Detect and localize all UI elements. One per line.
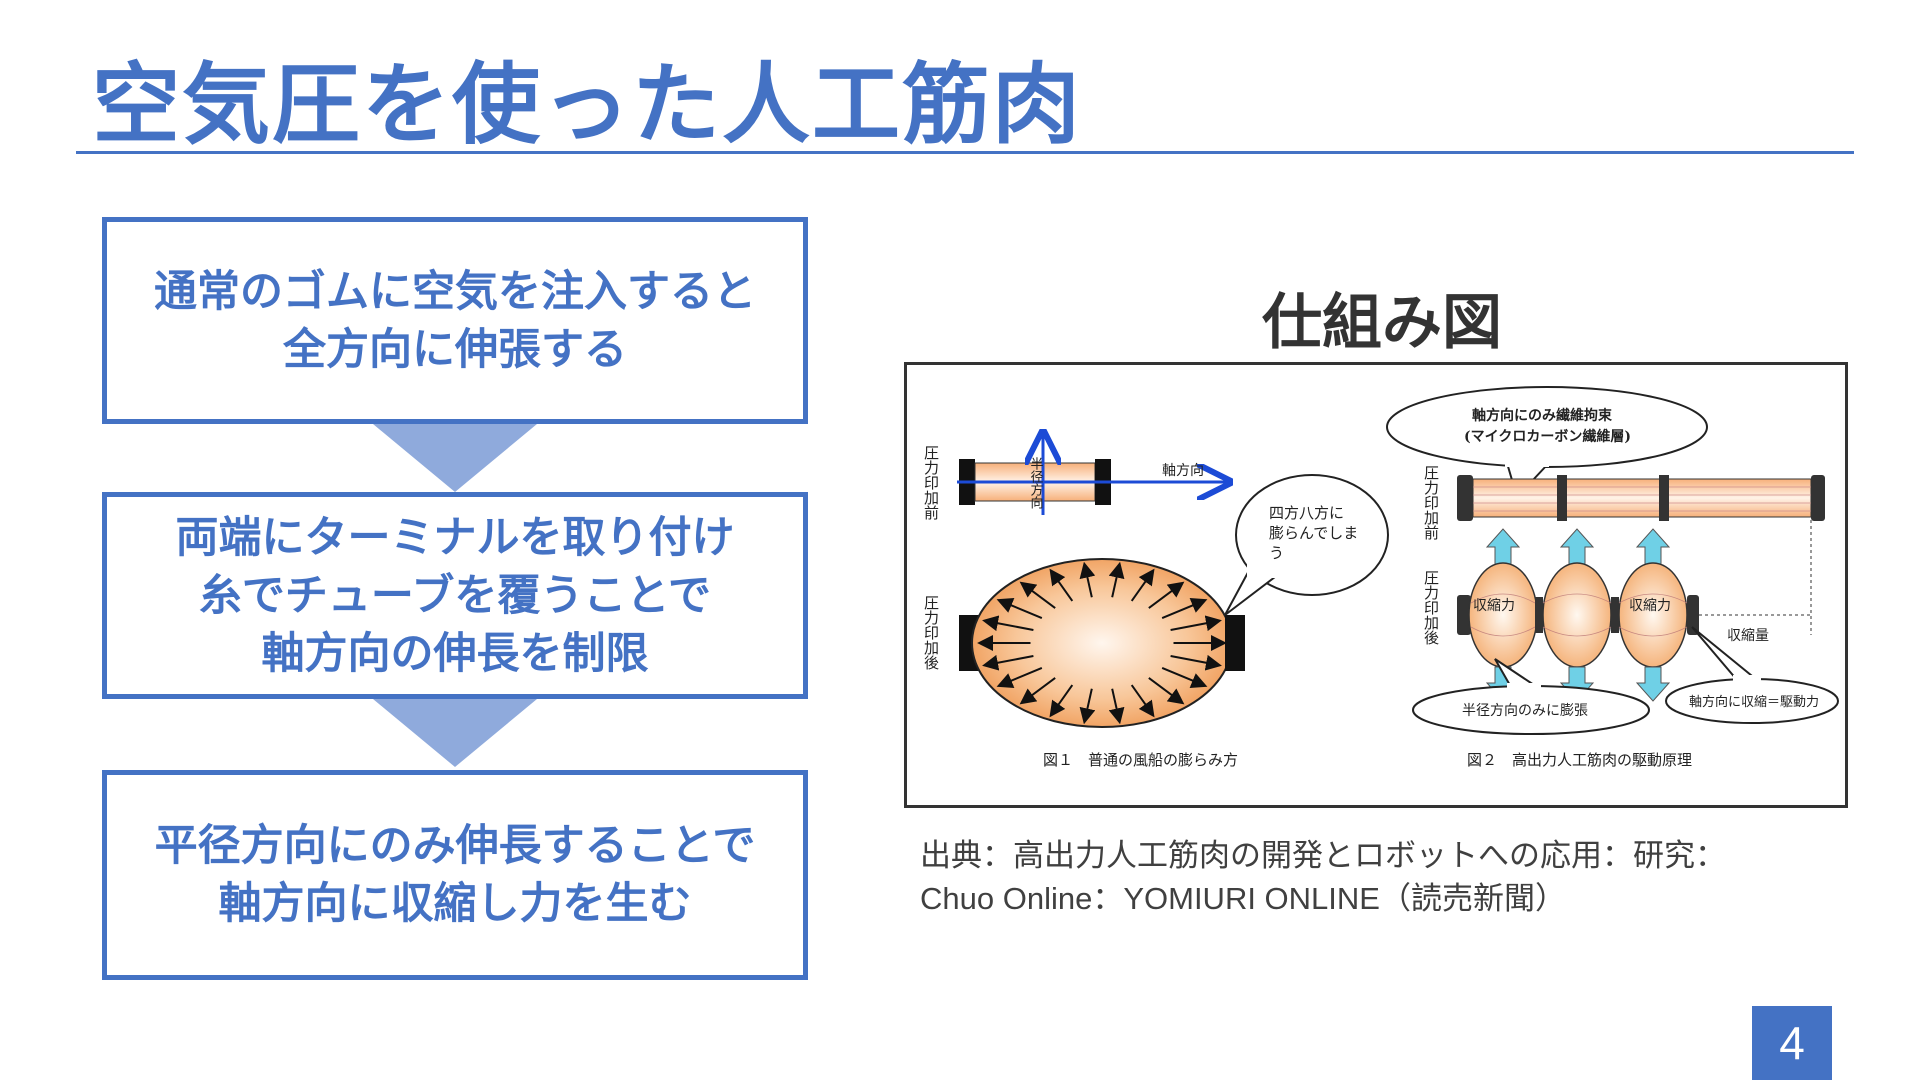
fig1-pressure-arrow [1049, 568, 1074, 602]
fig1-pressure-arrow [1079, 688, 1096, 725]
fig2-bubble-top-line1: 軸方向にのみ繊維拘束 [1472, 407, 1613, 424]
fig2-bubble-bottom-right-text: 軸方向に収縮＝駆動力 [1689, 694, 1819, 710]
fig2-contraction-amount: 収縮量 [1727, 628, 1769, 644]
flow-step-2: 両端にターミナルを取り付け 糸でチューブを覆うことで 軸方向の伸長を制限 [102, 492, 808, 699]
fig1-pressure-arrow [1108, 561, 1125, 598]
fig2-fibers [1473, 486, 1811, 512]
title-underline [76, 151, 1854, 154]
flow-step-1: 通常のゴムに空気を注入すると 全方向に伸張する [102, 217, 808, 424]
fig1-pressure-arrow [1170, 615, 1222, 632]
fig2-bubble-bottom-left-text: 半径方向のみに膨張 [1462, 702, 1588, 719]
fig1-axial-label: 軸方向 [1162, 463, 1204, 479]
fig1-pressure-arrow [1130, 568, 1155, 602]
fig1-terminal-right-after [1225, 615, 1245, 671]
fig1-pressure-arrow [1161, 667, 1208, 689]
fig1-pressure-arrow [1108, 688, 1125, 725]
flow-arrow-1 [373, 424, 537, 492]
source-caption: 出典：高出力人工筋肉の開発とロボットへの応用：研究： Chuo Online：Y… [920, 838, 1726, 916]
fig1-pressure-arrow [982, 654, 1034, 671]
fig1-pressure-arrow [1019, 581, 1056, 609]
mechanism-figure: 圧力印加前 半径方向 軸方向 圧力印加後 四方八方に 膨らんでしま う 図１ 普… [904, 362, 1848, 808]
fig1-pressure-arrow [1079, 561, 1096, 598]
fig2-up-arrows [1485, 528, 1671, 566]
fig1-radial-label: 半径方向 [1028, 457, 1044, 509]
fig2-contraction-right: 収縮力 [1629, 598, 1671, 614]
fig1-bubble-text: 四方八方に 膨らんでしま う [1269, 504, 1363, 562]
fig1-pressure-arrow [1130, 684, 1155, 718]
fig1-label-before: 圧力印加前 [922, 445, 940, 521]
fig1-pressure-arrow [996, 597, 1043, 619]
fig2-contraction-left: 収縮力 [1473, 598, 1515, 614]
figure-title: 仕組み図 [1262, 288, 1502, 358]
fig1-pressure-arrow [1170, 654, 1222, 671]
fig1-pressure-arrow [1049, 684, 1074, 718]
fig2-bubble-top-line2: (マイクロカーボン繊維層) [1464, 428, 1631, 445]
slide-title: 空気圧を使った人工筋肉 [92, 53, 1083, 156]
fig2-bubble-top [1386, 386, 1708, 468]
flow-step-3: 平径方向にのみ伸長することで 軸方向に収縮し力を生む [102, 770, 808, 980]
fig1-pressure-arrow [1148, 677, 1185, 705]
fig2-label-after: 圧力印加後 [1422, 570, 1440, 645]
fig1-pressure-arrow [1161, 597, 1208, 619]
fig2-label-before: 圧力印加前 [1422, 465, 1440, 541]
fig1-pressure-arrows [977, 561, 1227, 725]
mechanism-diagram: 圧力印加前 半径方向 軸方向 圧力印加後 四方八方に 膨らんでしま う 図１ 普… [922, 386, 1839, 769]
fig1-pressure-arrow [996, 667, 1043, 689]
fig1-caption: 図１ 普通の風船の膨らみ方 [1043, 751, 1238, 769]
fig1-pressure-arrow [1019, 677, 1056, 705]
page-number: 4 [1752, 1006, 1832, 1080]
fig1-label-after: 圧力印加後 [922, 595, 940, 670]
fig1-pressure-arrow [982, 615, 1034, 632]
fig2-caption: 図２ 高出力人工筋肉の駆動原理 [1467, 751, 1692, 769]
fig2-bulges [1457, 562, 1699, 668]
flow-arrow-2 [373, 699, 537, 767]
fig1-pressure-arrow [1148, 581, 1185, 609]
